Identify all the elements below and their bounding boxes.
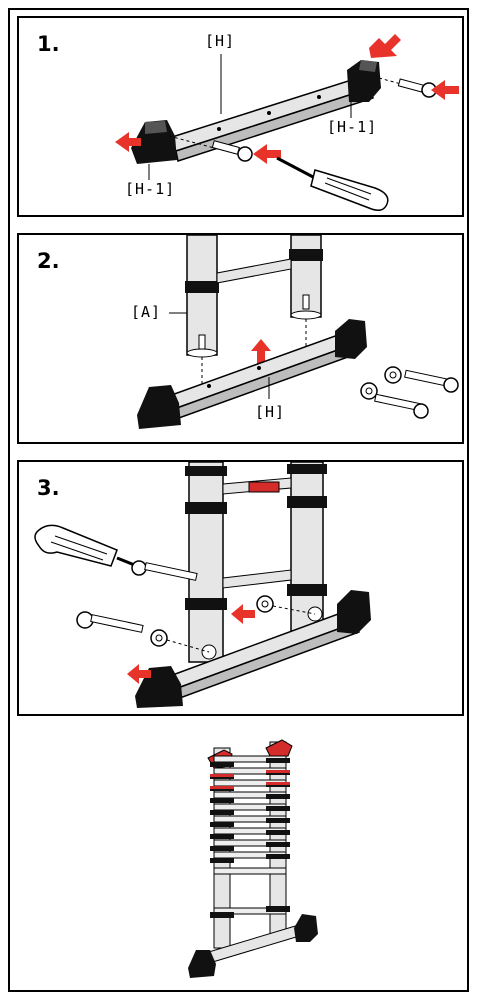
ladder-bottom (185, 235, 323, 358)
step-2-illustration (137, 235, 459, 429)
step-2-number: 2. (37, 249, 60, 273)
label-h1-right: [H-1] (327, 118, 378, 136)
screwdriver-icon (276, 156, 389, 211)
bolt-icon (374, 393, 429, 419)
step-3-panel: 3. (17, 460, 464, 716)
step-1-number: 1. (37, 32, 60, 56)
assembled-ladder-illustration (188, 739, 318, 978)
screwdriver-icon (34, 524, 138, 568)
label-a: [A] (131, 303, 162, 321)
washer-icon (360, 382, 378, 400)
arrow-icon (115, 34, 459, 164)
washer-icon (150, 629, 168, 647)
washer-icon (256, 595, 274, 613)
label-h: [H] (255, 403, 286, 421)
ladder-icon (188, 739, 318, 978)
foot-left (137, 385, 181, 429)
bolt-icon (404, 369, 459, 393)
washer-icon (384, 366, 402, 384)
stabilizer-bar (167, 75, 374, 162)
screw-icon (211, 140, 253, 162)
step-1-panel: 1. (17, 16, 464, 217)
step-1-illustration (115, 34, 459, 211)
bolt-icon (131, 560, 198, 581)
foot-left (131, 120, 177, 164)
bolt-icon (76, 611, 144, 633)
step-2-panel: 2. (17, 233, 464, 444)
foot-right (347, 60, 381, 102)
foot-right (335, 319, 367, 359)
arrow-icon (251, 339, 271, 365)
step-3-illustration (34, 462, 371, 708)
arrow-icon (127, 604, 255, 684)
ladder-bottom (185, 462, 327, 663)
label-h: [H] (205, 32, 236, 50)
step-3-number: 3. (37, 476, 60, 500)
screw-icon (397, 78, 437, 98)
label-h1-left: [H-1] (125, 180, 176, 198)
foot-right (337, 590, 371, 634)
